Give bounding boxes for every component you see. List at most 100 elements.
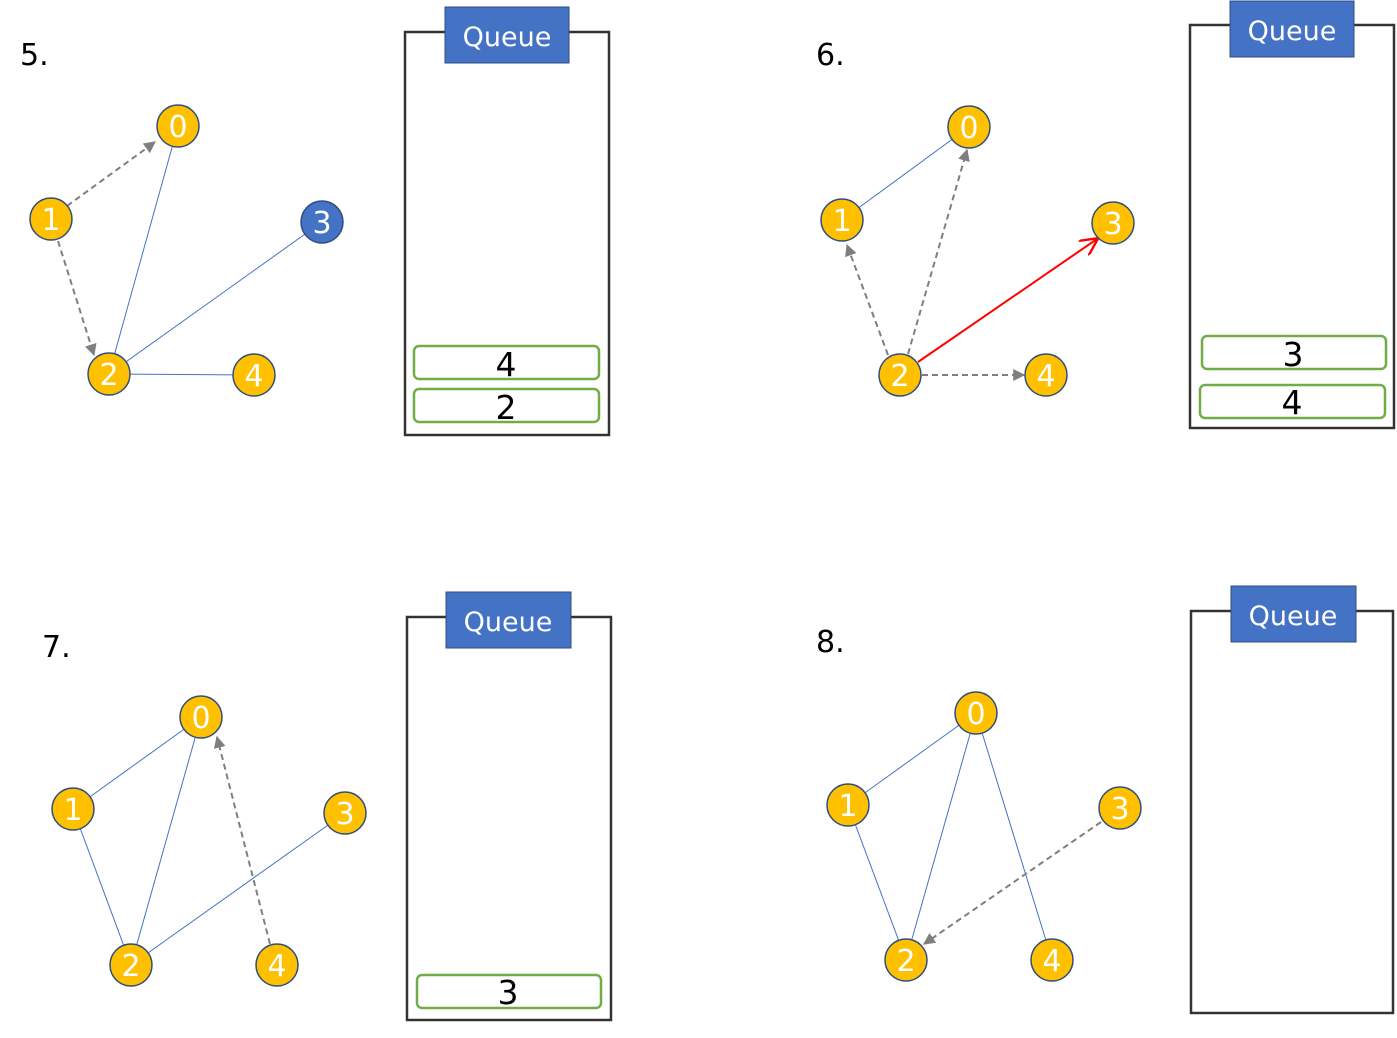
graph-edges xyxy=(57,125,323,376)
queue-header xyxy=(444,6,570,64)
traversal-arrow-2-0 xyxy=(907,148,970,355)
panel-step-6: 6. 0 1 2 3 4 xyxy=(816,0,1396,430)
step-number: 6. xyxy=(816,38,845,73)
edge-1-2 xyxy=(72,808,132,966)
queue-title: Queue xyxy=(464,607,553,638)
node-label: 2 xyxy=(890,359,909,394)
queue-item: 4 xyxy=(412,344,601,384)
graph-node: 4 xyxy=(1030,938,1074,982)
graph-node: 0 xyxy=(179,695,223,739)
edge-1-2 xyxy=(847,804,907,961)
traversal-arrow-2-1 xyxy=(845,243,889,356)
node-label: 2 xyxy=(121,949,140,984)
node-label: 0 xyxy=(966,697,985,732)
graph-node: 4 xyxy=(1024,353,1068,397)
edge-0-2 xyxy=(108,125,179,375)
graph-edges xyxy=(72,716,346,966)
edge-0-4 xyxy=(975,712,1053,961)
traversal-arrow-1-2 xyxy=(57,240,97,357)
node-circle xyxy=(109,943,153,987)
graph-node: 0 xyxy=(947,105,991,149)
node-label: 3 xyxy=(335,797,354,832)
node-label: 1 xyxy=(838,789,857,824)
node-circle xyxy=(1024,353,1068,397)
edge-2-3 xyxy=(130,812,346,966)
node-label: 0 xyxy=(191,701,210,736)
node-circle xyxy=(29,197,73,241)
node-label: 1 xyxy=(832,204,851,239)
node-circle xyxy=(826,783,870,827)
traversal-arrow-4-0 xyxy=(213,735,271,945)
edge-0-2 xyxy=(905,712,977,961)
node-circle xyxy=(255,943,299,987)
graph-node: 1 xyxy=(51,787,95,831)
graph-node: 3 xyxy=(1098,786,1142,830)
node-label: 4 xyxy=(267,949,286,984)
node-label: 0 xyxy=(959,111,978,146)
node-label: 4 xyxy=(1042,944,1061,979)
node-circle xyxy=(323,791,367,835)
queue-item: 2 xyxy=(412,387,601,427)
queue-item-value: 4 xyxy=(496,345,517,384)
queue-item-box xyxy=(1198,383,1387,420)
edge-1-0 xyxy=(847,712,977,806)
queue-title: Queue xyxy=(1249,601,1338,632)
queue-item-box xyxy=(412,387,601,424)
queue-item: 3 xyxy=(415,973,603,1012)
edge-0-2 xyxy=(130,716,202,966)
node-circle xyxy=(1091,201,1135,245)
queue-item: 4 xyxy=(1198,383,1387,422)
graph-node: 0 xyxy=(156,104,200,148)
queue-item-value: 3 xyxy=(498,973,519,1012)
node-circle xyxy=(156,104,200,148)
queue-box xyxy=(1189,609,1395,1015)
node-circle xyxy=(947,105,991,149)
graph-node: 4 xyxy=(232,353,276,397)
graph-node: 1 xyxy=(826,783,870,827)
node-circle xyxy=(878,353,922,397)
graph-node: 3 xyxy=(323,791,367,835)
queue-box xyxy=(405,615,613,1022)
edge-2-4 xyxy=(108,373,255,376)
queue-title: Queue xyxy=(1248,16,1337,47)
queue-header xyxy=(445,591,572,649)
node-circle xyxy=(1098,786,1142,830)
node-label: 3 xyxy=(1103,207,1122,242)
highlight-arrow-2-3 xyxy=(917,239,1097,363)
graph-node: 2 xyxy=(109,943,153,987)
step-number: 7. xyxy=(42,630,71,665)
queue-item: 3 xyxy=(1200,334,1388,374)
queue-item-value: 4 xyxy=(1282,383,1303,422)
queue: Queue 3 4 xyxy=(1188,0,1396,430)
node-label: 1 xyxy=(63,793,82,828)
queue-item-box xyxy=(1200,334,1388,371)
graph-node: 2 xyxy=(87,352,131,396)
node-label: 3 xyxy=(1110,792,1129,827)
node-label: 2 xyxy=(896,944,915,979)
node-label: 3 xyxy=(312,206,331,241)
panel-step-7: 7. 0 1 2 3 4 xyxy=(42,591,613,1022)
edge-2-3 xyxy=(108,221,323,375)
node-circle xyxy=(179,695,223,739)
queue-header xyxy=(1229,0,1355,58)
queue-item-value: 3 xyxy=(1283,335,1304,374)
traversal-arrow-3-2 xyxy=(923,821,1102,945)
queue: Queue xyxy=(1189,585,1395,1015)
graph-node: 1 xyxy=(820,198,864,242)
queue: Queue 4 2 xyxy=(403,6,611,437)
node-circle xyxy=(1030,938,1074,982)
graph-edges xyxy=(847,712,1102,961)
graph-node: 4 xyxy=(255,943,299,987)
graph-node: 3 xyxy=(1091,201,1135,245)
node-label: 2 xyxy=(99,358,118,393)
panel-step-8: 8. 0 1 2 3 4 xyxy=(816,585,1395,1015)
graph-node: 2 xyxy=(884,938,928,982)
graph-node: 0 xyxy=(954,691,998,735)
node-label: 0 xyxy=(168,110,187,145)
node-circle xyxy=(51,787,95,831)
graph-node-current: 3 xyxy=(300,200,344,244)
graph-node: 2 xyxy=(878,353,922,397)
node-circle xyxy=(87,352,131,396)
queue-header xyxy=(1230,585,1357,643)
